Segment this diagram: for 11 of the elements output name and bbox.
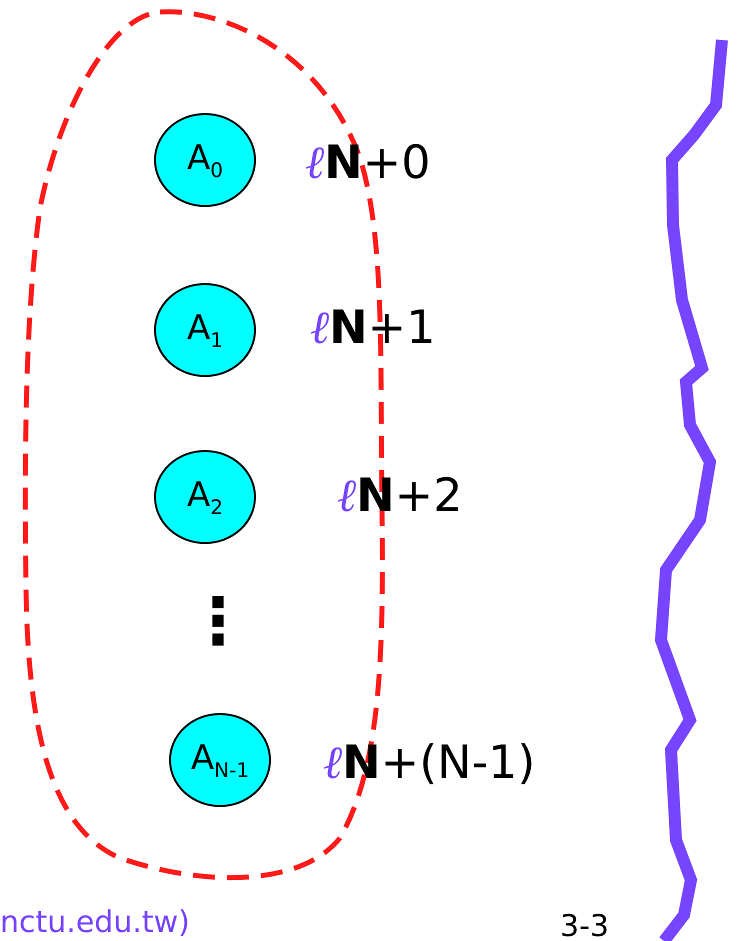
node-circle: A$_{N-1}$ [168,712,272,808]
index-formula: ℓN+2 [337,468,462,522]
page-number: 3-3 [560,912,609,941]
node-circle: A$_{2}$ [153,449,257,545]
source-text: nctu.edu.tw) [0,908,190,938]
vertical-ellipsis: ⋮ [186,590,250,654]
index-formula: ℓN+0 [305,135,430,189]
index-formula: ℓN+1 [310,300,436,354]
node-circle: A$_{1}$ [153,282,257,378]
index-formula: ℓN+(N-1) [323,735,536,789]
node-circle: A$_{0}$ [153,112,257,208]
